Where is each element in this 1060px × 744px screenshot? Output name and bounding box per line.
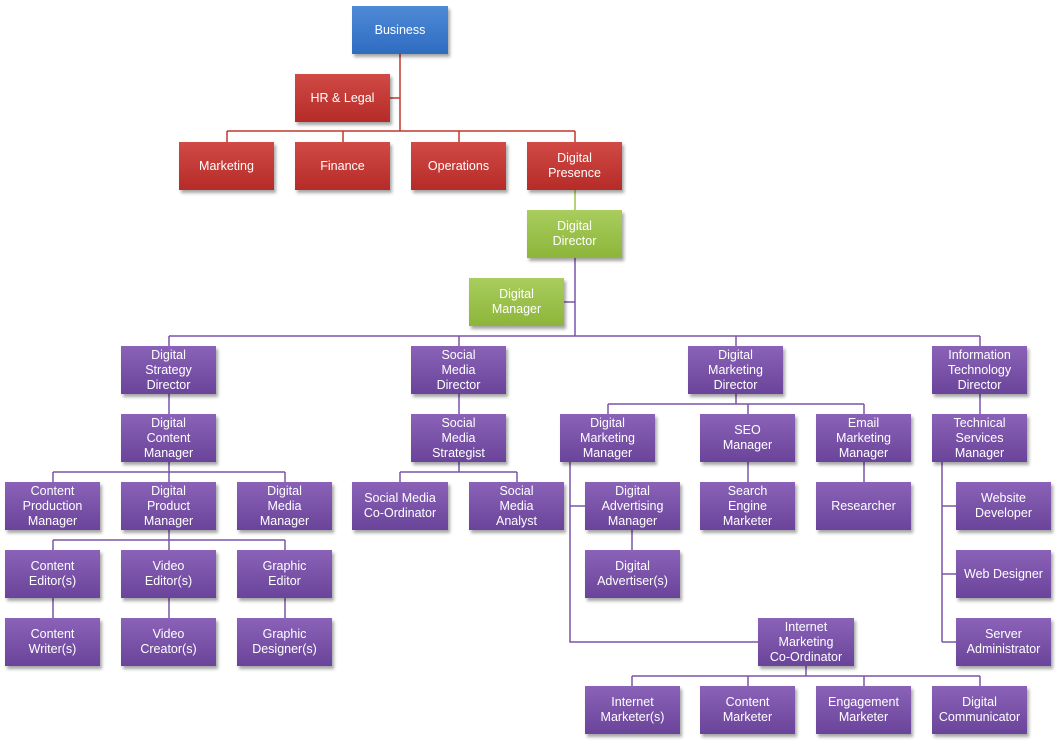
node-search-engine-marketer[interactable]: Search Engine Marketer <box>700 482 795 530</box>
node-social-media-analyst-label: Social Media Analyst <box>496 483 537 528</box>
node-digital-director[interactable]: Digital Director <box>527 210 622 258</box>
node-content-production-manager-label: Content Production Manager <box>22 483 83 528</box>
node-digital-content-manager-label: Digital Content Manager <box>143 415 194 460</box>
node-website-developer-label: Website Developer <box>975 491 1032 520</box>
node-digital-product-manager-label: Digital Product Manager <box>143 483 194 528</box>
node-video-editors[interactable]: Video Editor(s) <box>121 550 216 598</box>
node-social-media-analyst[interactable]: Social Media Analyst <box>469 482 564 530</box>
node-digital-media-manager[interactable]: Digital Media Manager <box>237 482 332 530</box>
node-graphic-designers[interactable]: Graphic Designer(s) <box>237 618 332 666</box>
node-social-media-strategist-label: Social Media Strategist <box>432 415 485 460</box>
node-digital-communicator-label: Digital Communicator <box>938 695 1021 724</box>
node-web-designer-label: Web Designer <box>964 566 1043 581</box>
node-website-developer[interactable]: Website Developer <box>956 482 1051 530</box>
node-digital-communicator[interactable]: Digital Communicator <box>932 686 1027 734</box>
node-content-writers-label: Content Writer(s) <box>28 627 77 656</box>
node-seo-manager-label: SEO Manager <box>722 423 773 452</box>
node-it-director[interactable]: Information Technology Director <box>932 346 1027 394</box>
node-digital-advertisers-label: Digital Advertiser(s) <box>597 559 668 588</box>
node-marketing-label: Marketing <box>199 158 254 173</box>
node-content-marketer-label: Content Marketer <box>722 695 773 724</box>
node-social-media-director[interactable]: Social Media Director <box>411 346 506 394</box>
node-social-media-director-label: Social Media Director <box>436 347 481 392</box>
node-video-creators[interactable]: Video Creator(s) <box>121 618 216 666</box>
node-digital-marketing-manager[interactable]: Digital Marketing Manager <box>560 414 655 462</box>
node-operations-label: Operations <box>427 158 490 173</box>
node-digital-strategy-director[interactable]: Digital Strategy Director <box>121 346 216 394</box>
node-digital-presence-label: Digital Presence <box>548 151 601 180</box>
node-digital-product-manager[interactable]: Digital Product Manager <box>121 482 216 530</box>
node-web-designer[interactable]: Web Designer <box>956 550 1051 598</box>
node-social-media-strategist[interactable]: Social Media Strategist <box>411 414 506 462</box>
node-it-director-label: Information Technology Director <box>947 347 1012 392</box>
node-digital-content-manager[interactable]: Digital Content Manager <box>121 414 216 462</box>
node-content-marketer[interactable]: Content Marketer <box>700 686 795 734</box>
node-digital-media-manager-label: Digital Media Manager <box>259 483 310 528</box>
node-technical-services-manager-label: Technical Services Manager <box>953 415 1006 460</box>
node-graphic-editor-label: Graphic Editor <box>262 559 307 588</box>
node-digital-advertising-manager[interactable]: Digital Advertising Manager <box>585 482 680 530</box>
node-internet-marketers-label: Internet Marketer(s) <box>600 695 665 724</box>
node-digital-manager-label: Digital Manager <box>491 287 542 316</box>
node-server-administrator[interactable]: Server Administrator <box>956 618 1051 666</box>
node-finance[interactable]: Finance <box>295 142 390 190</box>
node-internet-marketing-coordinator[interactable]: Internet Marketing Co-Ordinator <box>758 618 854 666</box>
node-digital-marketing-manager-label: Digital Marketing Manager <box>580 415 635 460</box>
node-internet-marketing-coordinator-label: Internet Marketing Co-Ordinator <box>769 619 843 664</box>
node-video-editors-label: Video Editor(s) <box>144 559 193 588</box>
node-internet-marketers[interactable]: Internet Marketer(s) <box>585 686 680 734</box>
node-social-media-coordinator[interactable]: Social Media Co-Ordinator <box>352 482 448 530</box>
connector-marketing-manager-spine <box>569 462 758 643</box>
node-hr-legal-label: HR & Legal <box>310 90 375 105</box>
node-engagement-marketer-label: Engagement Marketer <box>828 695 899 724</box>
node-technical-services-manager[interactable]: Technical Services Manager <box>932 414 1027 462</box>
node-content-editors[interactable]: Content Editor(s) <box>5 550 100 598</box>
node-researcher-label: Researcher <box>831 498 896 513</box>
node-digital-advertising-manager-label: Digital Advertising Manager <box>601 483 664 528</box>
node-graphic-editor[interactable]: Graphic Editor <box>237 550 332 598</box>
node-graphic-designers-label: Graphic Designer(s) <box>252 627 317 656</box>
node-finance-label: Finance <box>320 158 365 173</box>
node-operations[interactable]: Operations <box>411 142 506 190</box>
node-content-editors-label: Content Editor(s) <box>28 559 77 588</box>
node-business-label: Business <box>374 22 426 37</box>
node-digital-director-label: Digital Director <box>552 219 597 248</box>
node-business[interactable]: Business <box>352 6 448 54</box>
node-social-media-coordinator-label: Social Media Co-Ordinator <box>363 491 437 520</box>
node-seo-manager[interactable]: SEO Manager <box>700 414 795 462</box>
node-researcher[interactable]: Researcher <box>816 482 911 530</box>
node-digital-advertisers[interactable]: Digital Advertiser(s) <box>585 550 680 598</box>
node-search-engine-marketer-label: Search Engine Marketer <box>722 483 773 528</box>
node-hr-legal[interactable]: HR & Legal <box>295 74 390 122</box>
node-digital-presence[interactable]: Digital Presence <box>527 142 622 190</box>
node-email-marketing-manager-label: Email Marketing Manager <box>836 415 891 460</box>
node-digital-marketing-director-label: Digital Marketing Director <box>708 347 763 392</box>
node-digital-manager[interactable]: Digital Manager <box>469 278 564 326</box>
node-content-writers[interactable]: Content Writer(s) <box>5 618 100 666</box>
node-digital-strategy-director-label: Digital Strategy Director <box>145 347 192 392</box>
node-content-production-manager[interactable]: Content Production Manager <box>5 482 100 530</box>
node-video-creators-label: Video Creator(s) <box>140 627 197 656</box>
node-email-marketing-manager[interactable]: Email Marketing Manager <box>816 414 911 462</box>
node-engagement-marketer[interactable]: Engagement Marketer <box>816 686 911 734</box>
node-server-administrator-label: Server Administrator <box>966 627 1041 656</box>
node-marketing[interactable]: Marketing <box>179 142 274 190</box>
node-digital-marketing-director[interactable]: Digital Marketing Director <box>688 346 783 394</box>
